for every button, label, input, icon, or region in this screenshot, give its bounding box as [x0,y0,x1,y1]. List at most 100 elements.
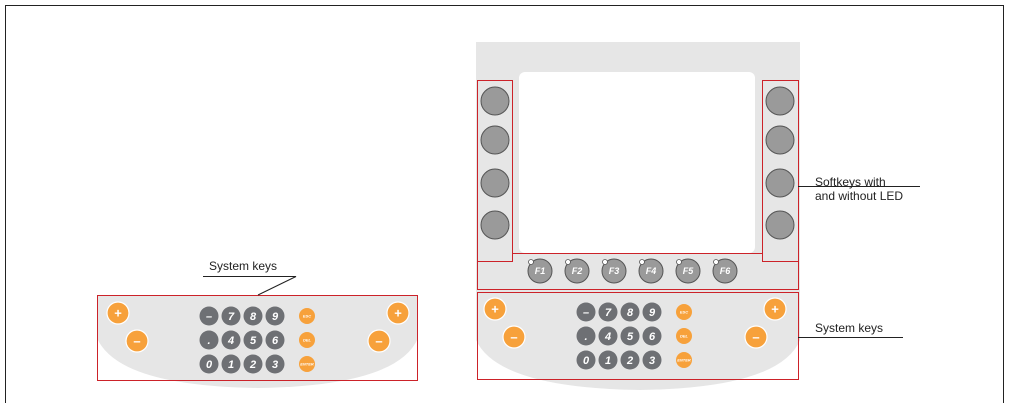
function-key-f3[interactable]: F3 [601,258,627,284]
function-key-led [602,259,608,265]
left-minus-left-key[interactable] [125,329,149,353]
right-key-1-3[interactable] [642,326,662,346]
left-key-label: 0 [206,359,213,371]
function-key-f4[interactable]: F4 [638,258,664,284]
softkey-left-2[interactable] [480,125,510,155]
right-small-key-del[interactable] [676,328,692,344]
label-system-keys-right-text: System keys [815,321,884,335]
right-key-1-0[interactable] [576,326,596,346]
left-key-0-0[interactable] [199,306,219,326]
function-key-label: F6 [720,266,731,276]
right-small-key-esc[interactable] [676,304,692,320]
function-key-f5[interactable]: F5 [675,258,701,284]
left-small-key-esc[interactable] [299,308,315,324]
softkey-left-3[interactable] [480,168,510,198]
right-plus-left-key[interactable] [483,297,507,321]
left-minus-left-key-label: – [133,334,140,349]
left-minus-right-key-label: – [375,334,382,349]
right-key-label: 5 [627,331,634,343]
left-key-label: 4 [227,335,234,347]
left-key-1-1[interactable] [221,330,241,350]
right-key-0-2[interactable] [620,302,640,322]
function-key-f2[interactable]: F2 [564,258,590,284]
right-key-2-3[interactable] [642,350,662,370]
label-softkeys-line2: and without LED [815,189,904,203]
callout-lines [203,186,920,338]
left-plus-left-key[interactable] [106,301,130,325]
right-minus-left-key[interactable] [502,325,526,349]
left-key-0-3[interactable] [265,306,285,326]
function-key-f1[interactable]: F1 [527,258,553,284]
softkey-left-1[interactable] [480,86,510,116]
left-key-1-2[interactable] [243,330,263,350]
display-screen [519,72,755,253]
left-minus-right-key[interactable] [367,329,391,353]
right-small-key-label: ESC [680,309,688,314]
softkey-outer-highlight [477,261,799,290]
left-key-1-0[interactable] [199,330,219,350]
right-key-0-3[interactable] [642,302,662,322]
function-key-led [676,259,682,265]
label-system-keys-left-text: System keys [209,259,278,273]
right-device [476,42,800,390]
function-key-body[interactable] [712,258,738,284]
left-key-2-2[interactable] [243,354,263,374]
right-key-1-2[interactable] [620,326,640,346]
function-key-f6[interactable]: F6 [712,258,738,284]
left-key-label: 6 [272,335,279,347]
right-key-label: – [583,307,589,319]
softkey-left-4[interactable] [480,210,510,240]
left-key-2-0[interactable] [199,354,219,374]
diagram-frame [5,5,1004,403]
function-key-label: F2 [572,266,583,276]
function-key-body[interactable] [638,258,664,284]
softkey-left-highlight [477,80,513,262]
left-key-2-3[interactable] [265,354,285,374]
left-small-key-del[interactable] [299,332,315,348]
softkey-right-1[interactable] [765,86,795,116]
right-key-0-1[interactable] [598,302,618,322]
right-key-2-2[interactable] [620,350,640,370]
function-key-label: F4 [646,266,657,276]
left-key-1-3[interactable] [265,330,285,350]
right-small-key-enter[interactable] [676,352,692,368]
function-key-led [565,259,571,265]
right-key-2-1[interactable] [598,350,618,370]
left-plus-right-key-label: + [394,306,402,321]
left-plus-right-key[interactable] [386,301,410,325]
highlight-boxes [97,80,799,381]
right-key-1-1[interactable] [598,326,618,346]
softkey-right-3[interactable] [765,168,795,198]
left-key-label: . [207,335,210,347]
right-key-2-0[interactable] [576,350,596,370]
left-small-key-label: DEL [303,337,312,342]
right-minus-right-key[interactable] [744,325,768,349]
softkey-group [480,86,795,240]
right-key-label: 4 [604,331,611,343]
left-key-2-1[interactable] [221,354,241,374]
right-key-label: 7 [605,307,612,319]
function-key-led [713,259,719,265]
function-key-body[interactable] [601,258,627,284]
left-key-0-1[interactable] [221,306,241,326]
function-key-led [528,259,534,265]
right-key-0-0[interactable] [576,302,596,322]
left-small-key-enter[interactable] [299,356,315,372]
function-key-led [639,259,645,265]
function-key-body[interactable] [564,258,590,284]
left-key-0-2[interactable] [243,306,263,326]
left-key-label: 7 [228,311,235,323]
left-small-key-label: ENTER [300,361,314,366]
softkey-right-2[interactable] [765,125,795,155]
function-key-body[interactable] [527,258,553,284]
function-key-body[interactable] [675,258,701,284]
left-key-label: 9 [272,311,279,323]
right-key-label: 9 [649,307,656,319]
function-key-label: F5 [683,266,694,276]
system-keys-left-highlight [97,295,418,381]
right-plus-right-key[interactable] [763,297,787,321]
softkey-right-4[interactable] [765,210,795,240]
left-key-label: – [206,311,212,323]
right-key-label: 2 [626,355,633,367]
